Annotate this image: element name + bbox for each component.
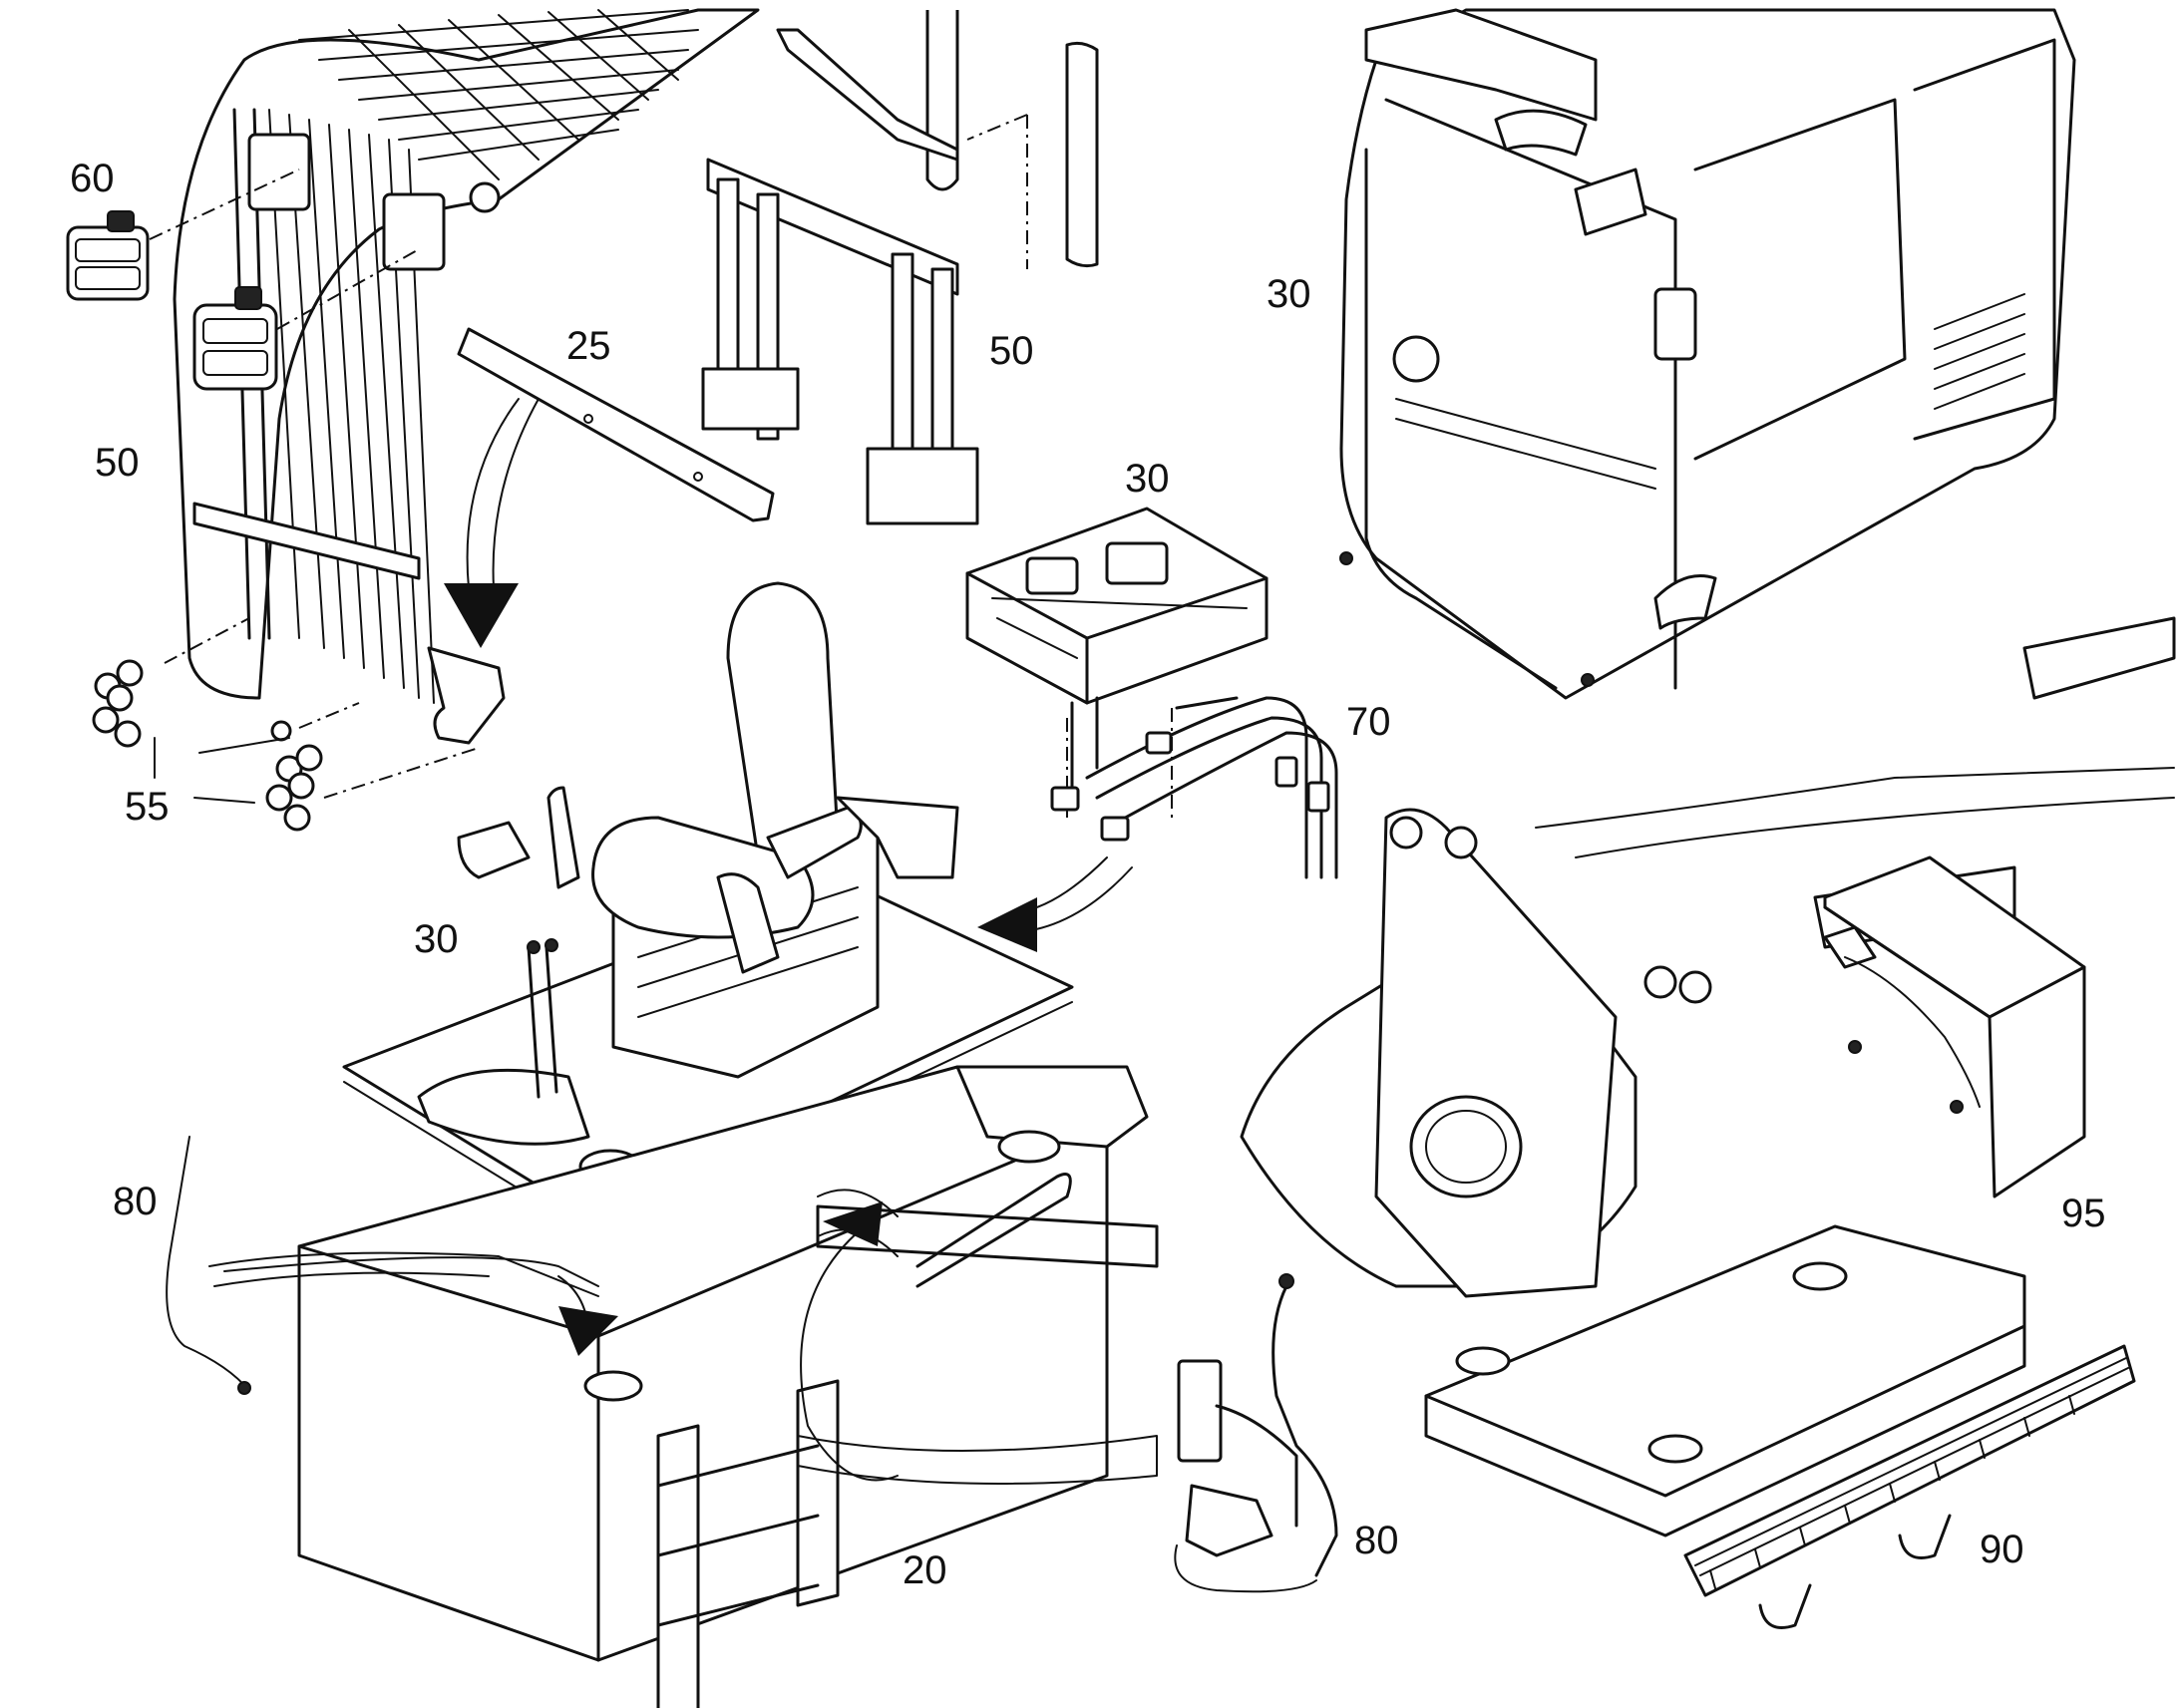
callout-55: 55	[125, 785, 170, 829]
callout-20: 20	[903, 1548, 947, 1592]
callout-80-left: 80	[113, 1180, 158, 1223]
front-guard-grille	[173, 8, 760, 745]
callout-80-right: 80	[1354, 1519, 1399, 1562]
callout-70: 70	[1346, 700, 1391, 744]
wiring-harness	[1050, 696, 1338, 879]
control-console	[965, 507, 1269, 818]
callout-50-left: 50	[95, 441, 140, 485]
cable-left	[166, 1136, 251, 1395]
harness-right	[1174, 1273, 1338, 1593]
step-plate	[1683, 1344, 2136, 1629]
bolts	[92, 617, 480, 832]
callout-90: 90	[1980, 1528, 2024, 1571]
callout-30-console: 30	[1125, 457, 1170, 501]
base-frame	[208, 1065, 1159, 1708]
callout-30-cab: 30	[1267, 272, 1311, 316]
frame-stand	[701, 10, 1099, 525]
cross-bar	[457, 327, 775, 522]
cover-box	[1823, 855, 2086, 1198]
callout-labels: 60 50 25 50 30 30 70 55 30 80 20 80 95 9…	[70, 157, 2106, 1592]
callout-60: 60	[70, 157, 115, 200]
upper-frame	[1240, 616, 2176, 1537]
callout-30-seat: 30	[414, 917, 459, 961]
seat-platform	[342, 581, 1074, 1232]
work-lights	[66, 169, 420, 391]
callout-95: 95	[2061, 1192, 2106, 1235]
operator-cab	[1339, 8, 2076, 700]
callout-50-top: 50	[989, 329, 1034, 373]
callout-25: 25	[566, 324, 611, 368]
assembly-arrows	[444, 398, 1133, 1482]
